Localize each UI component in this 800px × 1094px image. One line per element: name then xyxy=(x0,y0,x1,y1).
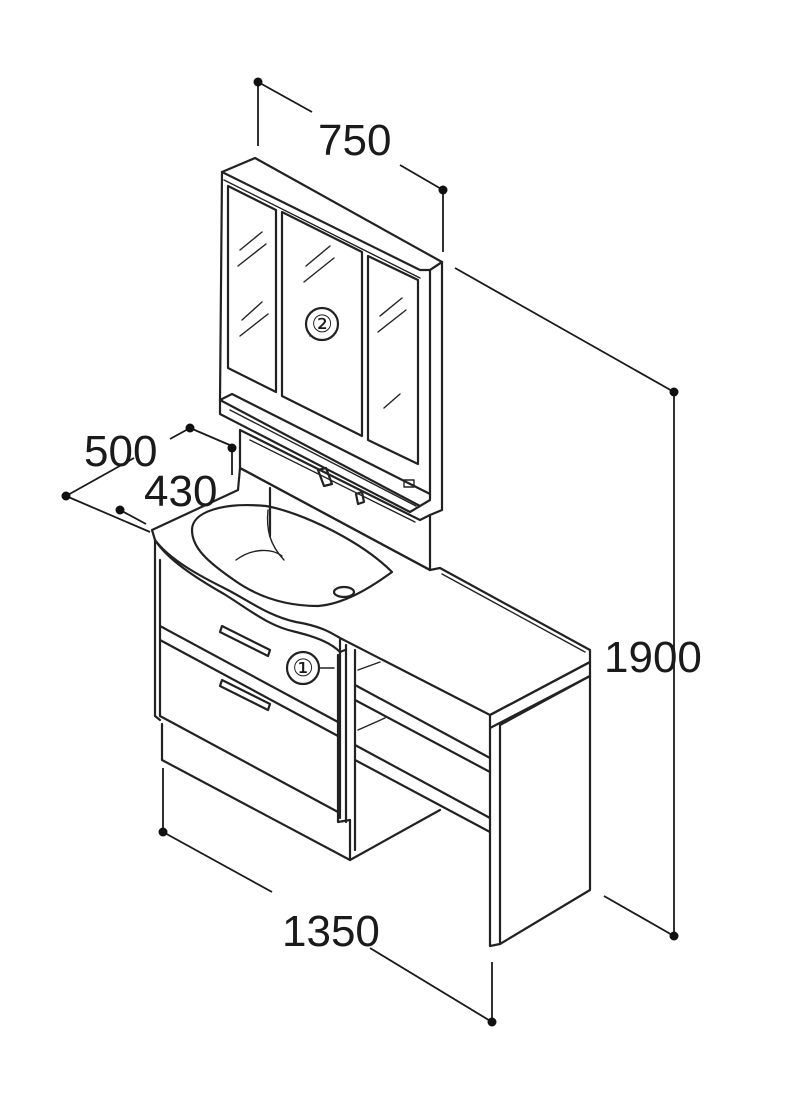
mirror-cabinet xyxy=(218,156,444,572)
dimension-lines xyxy=(61,77,679,1027)
callout-2-label: ② xyxy=(311,311,333,338)
total-width-label: 1350 xyxy=(282,907,380,956)
vanity-counter xyxy=(150,466,592,730)
callout-1: ① xyxy=(285,650,335,686)
total-depth-label: 500 xyxy=(84,427,157,476)
total-height-label: 1900 xyxy=(604,633,702,682)
bowl-depth-label: 430 xyxy=(144,467,217,516)
callout-1-label: ① xyxy=(292,655,314,682)
drawer-unit xyxy=(153,538,352,862)
callout-2: ② xyxy=(304,306,340,342)
mirror-width-label: 750 xyxy=(318,116,391,165)
open-shelf-unit xyxy=(348,648,592,948)
